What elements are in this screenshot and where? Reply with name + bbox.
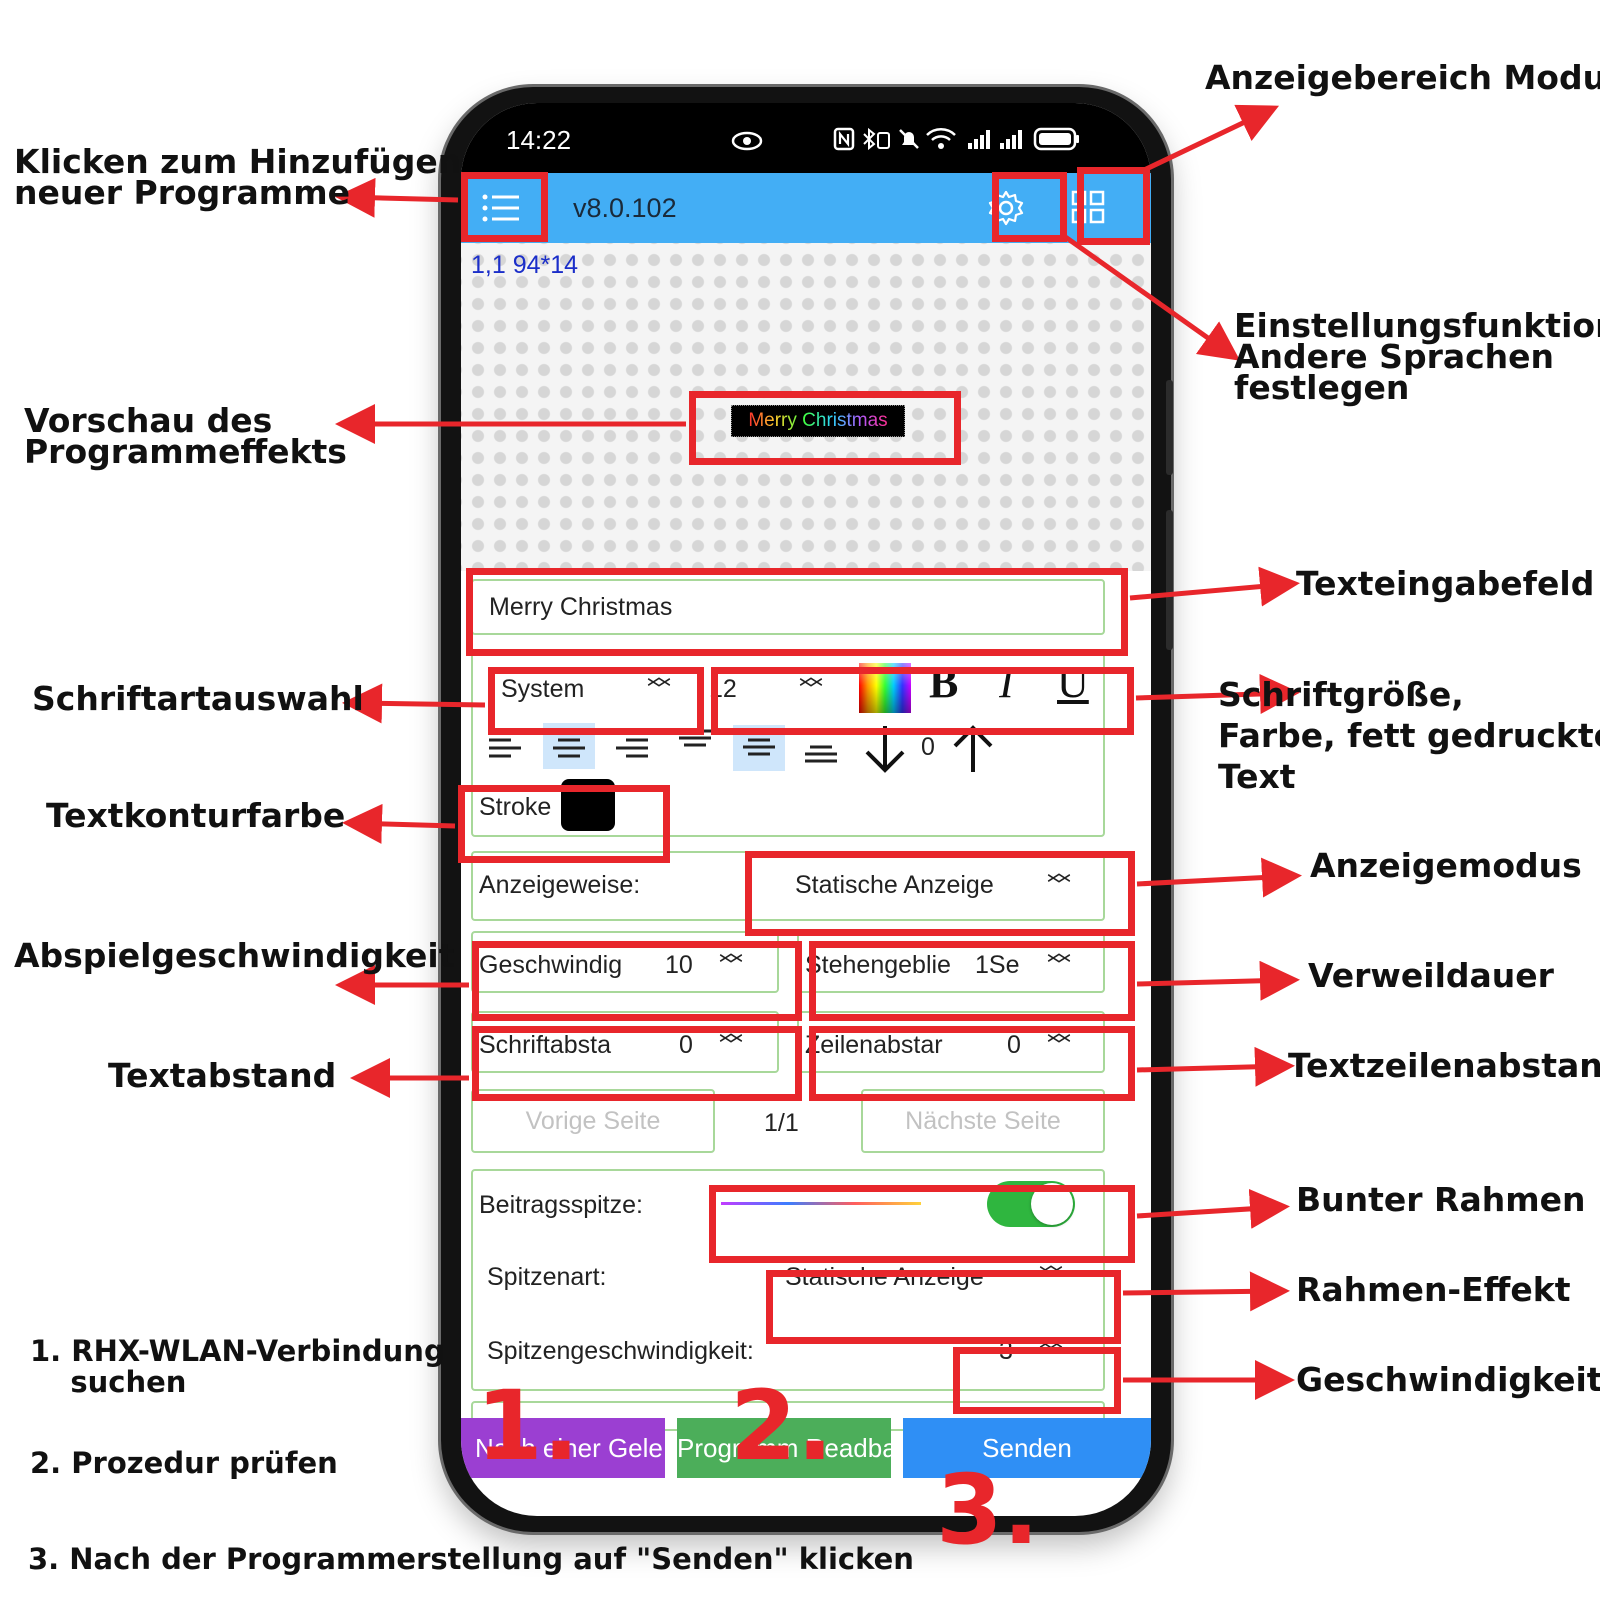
speed-value[interactable]: 10: [665, 951, 693, 979]
label-speed: Geschwindigkeit: [1296, 1360, 1600, 1399]
battery-icon: [1033, 127, 1079, 151]
highlight-speed: [472, 941, 802, 1021]
readback-button[interactable]: Programm Readbac: [677, 1418, 891, 1478]
speed-label: Geschwindig: [479, 951, 623, 979]
valign-middle-icon[interactable]: [741, 736, 777, 760]
nfc-icon: [833, 127, 855, 151]
step-number-1: 1.: [476, 1370, 580, 1482]
stay-label: Stehengeblie: [805, 951, 951, 979]
led-preview-area: 1,1 94*14 Merry Christmas: [461, 243, 1151, 571]
highlight-menu: [461, 172, 548, 242]
highlight-stay: [809, 941, 1135, 1021]
highlight-font-format: [711, 667, 1134, 735]
border-speed-label: Spitzengeschwindigkeit:: [487, 1337, 754, 1365]
highlight-char-spacing: [472, 1026, 802, 1101]
label-colorful-frame: Bunter Rahmen: [1296, 1180, 1586, 1219]
text-input-value: Merry Christmas: [489, 593, 673, 621]
label-step1: 1. RHX-WLAN-Verbindung suchen: [30, 1334, 445, 1399]
underline-button[interactable]: U: [1057, 658, 1089, 707]
label-font-size: Schriftgröße, Farbe, fett gedruckter Tex…: [1218, 675, 1600, 796]
label-preview: Vorschau des Programmeffekts: [24, 401, 347, 471]
page-indicator: 1/1: [764, 1109, 799, 1137]
label-text-spacing: Textabstand: [108, 1056, 337, 1095]
line-spacing-label: Zeilenabstar: [805, 1031, 943, 1059]
stroke-label: Stroke: [479, 793, 552, 821]
label-settings: Einstellungsfunktion: Andere Sprachen fe…: [1234, 306, 1600, 407]
highlight-stroke: [458, 785, 670, 863]
bluetooth-icon: [863, 127, 890, 151]
highlight-settings: [992, 172, 1067, 242]
label-frame-effect: Rahmen-Effekt: [1296, 1270, 1571, 1309]
next-page-label: Nächste Seite: [905, 1107, 1061, 1135]
phone-side-button: [1166, 510, 1173, 650]
font-select-value[interactable]: System: [501, 675, 585, 703]
mute-icon: [899, 129, 919, 149]
valign-bottom-icon[interactable]: [803, 743, 839, 767]
label-stroke-color: Textkonturfarbe: [46, 796, 346, 835]
label-font-select: Schriftartauswahl: [32, 679, 364, 718]
label-play-speed: Abspielgeschwindigkeit: [14, 936, 455, 975]
prev-page-label: Vorige Seite: [525, 1107, 661, 1135]
char-spacing-value[interactable]: 0: [679, 1031, 693, 1059]
display-mode-label: Anzeigeweise:: [479, 871, 641, 899]
label-dwell-time: Verweildauer: [1308, 956, 1554, 995]
label-display-mode: Anzeigemodus: [1310, 846, 1582, 885]
phone-side-button: [1166, 380, 1173, 475]
list-menu-icon[interactable]: [479, 189, 523, 227]
bold-button[interactable]: B: [929, 658, 959, 707]
offset-value: 0: [921, 733, 935, 761]
highlight-border-speed: [953, 1347, 1121, 1414]
border-label: Beitragsspitze:: [479, 1191, 643, 1219]
eye-icon: [731, 131, 763, 151]
border-color-preview: [721, 1202, 921, 1205]
border-type-label: Spitzenart:: [487, 1263, 607, 1291]
search-wifi-button[interactable]: Nach einer Gele: [461, 1418, 665, 1478]
line-spacing-value[interactable]: 0: [1007, 1031, 1021, 1059]
status-bar: 14:22: [461, 103, 1151, 173]
label-display-area: Anzeigebereich Modul: [1205, 58, 1600, 97]
label-step2: 2. Prozedur prüfen: [30, 1446, 338, 1480]
app-bar: v8.0.102: [461, 173, 1151, 243]
led-preview-text: Merry Christmas: [748, 410, 888, 431]
highlight-grid: [1077, 167, 1150, 245]
led-preview-text-box: Merry Christmas: [731, 405, 905, 437]
app-version: v8.0.102: [573, 193, 677, 223]
highlight-border-type: [766, 1270, 1121, 1344]
line-spacing-row: [797, 1011, 1105, 1073]
step-number-2: 2.: [730, 1370, 834, 1482]
stay-value[interactable]: 1Se: [975, 951, 1020, 979]
highlight-line-spacing: [809, 1026, 1135, 1101]
char-spacing-label: Schriftabsta: [479, 1031, 612, 1059]
step-number-3: 3.: [936, 1454, 1040, 1566]
signal-icon: [968, 130, 990, 149]
highlight-preview: [689, 391, 961, 465]
signal-icon: [1000, 130, 1022, 149]
highlight-display-mode: [745, 851, 1135, 936]
label-text-input: Texteingabefeld: [1296, 564, 1595, 603]
phone-screen: 14:22: [461, 103, 1151, 1516]
wifi-icon: [926, 128, 956, 149]
display-mode-select[interactable]: Statische Anzeige: [795, 871, 994, 899]
border-type-select[interactable]: Statische Anzeige: [785, 1263, 984, 1291]
module-info: 1,1 94*14: [471, 251, 579, 279]
label-add-program: Klicken zum Hinzufügen neuer Programme: [14, 142, 462, 212]
status-time: 14:22: [506, 125, 572, 155]
text-input-field[interactable]: Merry Christmas: [471, 579, 1105, 635]
label-step3: 3. Nach der Programmerstellung auf "Send…: [28, 1542, 914, 1576]
highlight-font-select: [488, 667, 704, 735]
send-button[interactable]: Senden: [903, 1418, 1151, 1478]
readback-label: Programm Readbac: [677, 1433, 891, 1463]
send-label: Senden: [982, 1433, 1072, 1463]
char-spacing-row: [471, 1011, 779, 1073]
highlight-text-input: [466, 568, 1128, 656]
highlight-border: [709, 1185, 1135, 1263]
label-line-spacing: Textzeilenabstand: [1288, 1046, 1600, 1085]
search-wifi-label: Nach einer Gele: [475, 1433, 663, 1463]
